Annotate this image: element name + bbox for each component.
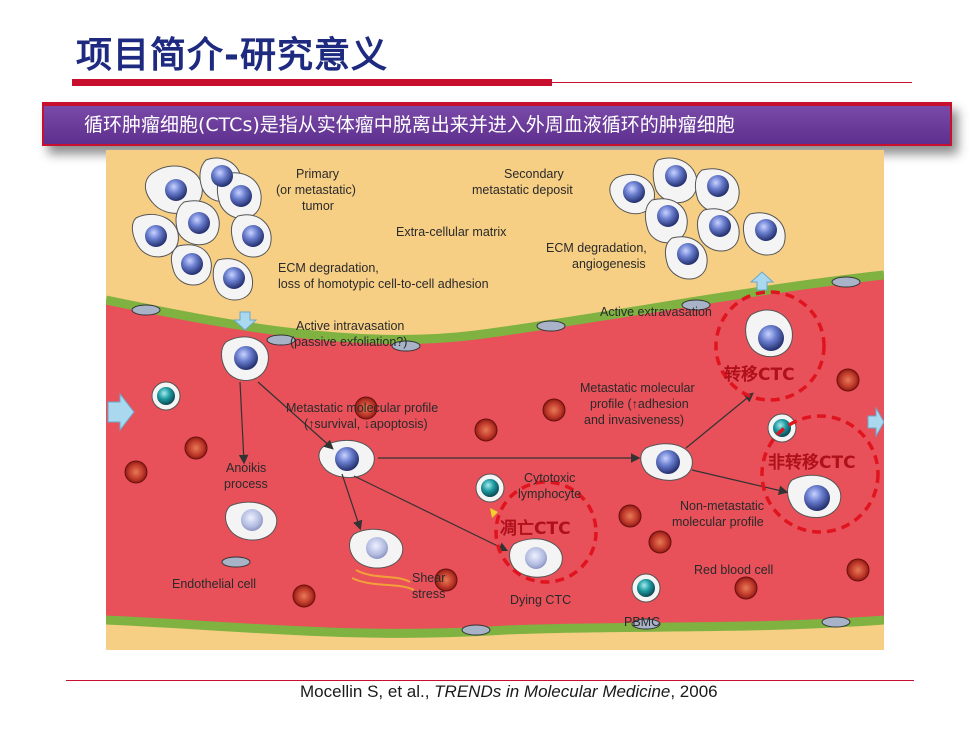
red-blood-cells — [124, 368, 870, 608]
label-pbmc: PBMC — [624, 615, 660, 629]
citation-journal: TRENDs in Molecular Medicine — [434, 682, 671, 701]
blood-vessel — [106, 275, 884, 634]
circulating-ctc-1 — [318, 439, 375, 479]
secondary-tumor-cells — [609, 157, 786, 280]
endothelial-cells — [131, 276, 861, 636]
label-ecm-deg-left-2: loss of homotypic cell-to-cell adhesion — [278, 277, 489, 291]
label-met-left-1: Metastatic molecular profile — [286, 401, 438, 415]
label-dying-ctc: Dying CTC — [510, 593, 571, 607]
intravasation-arrow — [232, 311, 258, 331]
definition-text: 循环肿瘤细胞(CTCs)是指从实体瘤中脱离出来并进入外周血液循环的肿瘤细胞 — [44, 106, 950, 144]
label-rbc: Red blood cell — [694, 563, 773, 577]
label-secondary-1: Secondary — [504, 167, 565, 181]
highlight-circles — [494, 290, 880, 584]
dying-ctc-cell — [509, 538, 563, 578]
label-met-left-2: (↑survival, ↓apoptosis) — [304, 417, 428, 431]
cytotoxic-spark — [490, 508, 498, 518]
footer-rule — [66, 680, 914, 681]
extravasation-arrow — [749, 271, 775, 291]
label-intravasation-1: Active intravasation — [296, 319, 404, 333]
label-cytotoxic-2: lymphocyte — [518, 487, 581, 501]
label-cytotoxic-1: Cytotoxic — [524, 471, 575, 485]
label-shear-2: stress — [412, 587, 445, 601]
label-met-right-3: and invasiveness) — [584, 413, 684, 427]
label-primary-2: (or metastatic) — [276, 183, 356, 197]
label-endothelial: Endothelial cell — [172, 577, 256, 591]
label-extravasation: Active extravasation — [600, 305, 712, 319]
vessel-wall-bottom — [106, 615, 884, 638]
circulating-ctc-2 — [640, 443, 693, 481]
flow-arrow-right — [867, 406, 884, 438]
title-underline — [72, 79, 552, 86]
label-intravasation-2: (passive exfoliation?) — [290, 335, 407, 349]
extravasating-ctc — [745, 309, 793, 358]
label-anoikis-1: Anoikis — [226, 461, 266, 475]
label-apoptotic-ctc: 凋亡CTC — [500, 518, 571, 539]
label-ecm-deg-right-2: angiogenesis — [572, 257, 646, 271]
citation-year: , 2006 — [670, 682, 718, 701]
diagram-labels: Primary (or metastatic) tumor Secondary … — [172, 167, 856, 629]
label-primary-3: tumor — [302, 199, 334, 213]
definition-banner: 循环肿瘤细胞(CTCs)是指从实体瘤中脱离出来并进入外周血液循环的肿瘤细胞 — [42, 102, 952, 146]
flow-arrow-left — [107, 392, 135, 432]
citation: Mocellin S, et al., TRENDs in Molecular … — [300, 682, 718, 702]
label-non-met-1: Non-metastatic — [680, 499, 764, 513]
label-shear-1: Shear — [412, 571, 445, 585]
label-met-right-1: Metastatic molecular — [580, 381, 695, 395]
label-anoikis-2: process — [224, 477, 268, 491]
label-primary-1: Primary — [296, 167, 340, 181]
anoikis-cell — [225, 501, 278, 541]
intravasating-ctc — [221, 336, 269, 381]
label-metastatic-ctc: 转移CTC — [724, 364, 795, 385]
process-arrows — [238, 381, 789, 552]
pbmc-cells — [151, 381, 797, 603]
title-underline-thin — [552, 82, 912, 83]
slide-title: 项目简介-研究意义 — [76, 35, 388, 76]
label-ecm-deg-left-1: ECM degradation, — [278, 261, 379, 275]
label-non-metastatic-ctc: 非转移CTC — [768, 452, 856, 473]
primary-tumor-cells — [131, 157, 272, 301]
label-ecm-deg-right-1: ECM degradation, — [546, 241, 647, 255]
ctc-diagram: Primary (or metastatic) tumor Secondary … — [106, 150, 884, 650]
label-met-right-2: profile (↑adhesion — [590, 397, 689, 411]
label-non-met-2: molecular profile — [672, 515, 764, 529]
label-secondary-2: metastatic deposit — [472, 183, 573, 197]
label-ecm: Extra-cellular matrix — [396, 225, 507, 239]
citation-authors: Mocellin S, et al., — [300, 682, 435, 701]
shear-stress-cell — [349, 528, 415, 591]
vessel-wall-top — [106, 270, 884, 345]
